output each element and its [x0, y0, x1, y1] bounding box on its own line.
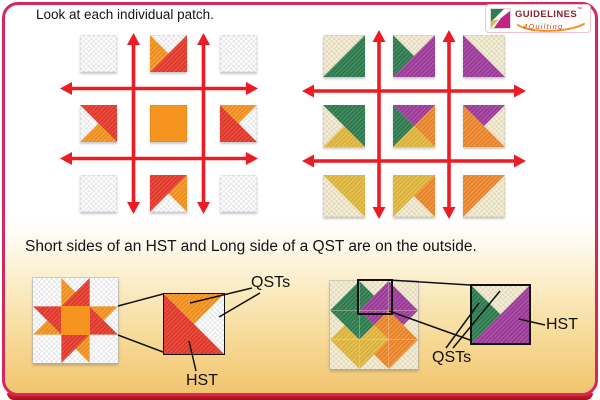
quilt-patch: [463, 35, 505, 77]
quilt-patch: [33, 306, 62, 335]
quilt-patch: [150, 175, 187, 212]
quilt-patch: [388, 339, 418, 369]
quilt-patch: [463, 105, 505, 147]
quilt-patch: [359, 281, 389, 311]
quilt-patch: [89, 334, 118, 363]
quilt-patch: [80, 175, 117, 212]
trademark-symbol: ™: [577, 6, 583, 13]
quilt-patch: [330, 310, 360, 340]
quilt-patch: [220, 175, 257, 212]
quilt-patch: [393, 35, 435, 77]
logo-subtext: 4Quilting: [523, 22, 564, 31]
patch-triangle-green: [330, 281, 360, 311]
quilt-patch: [323, 105, 365, 147]
quilt-patch: [463, 175, 505, 217]
quilt-patch: [323, 175, 365, 217]
quilt-patch: [330, 339, 360, 369]
patch-triangle-gold: [323, 175, 365, 217]
quilt-patch: [80, 105, 117, 142]
quilt-patch: [89, 306, 118, 335]
label-qsts-right: QSTs: [432, 349, 472, 366]
patch-triangle-purple: [463, 35, 505, 77]
quilt-patch: [33, 334, 62, 363]
quilt-patch: [393, 105, 435, 147]
quilt-patch: [150, 105, 187, 142]
top-heading: Look at each individual patch.: [36, 7, 214, 22]
logo-patch-icon: [490, 8, 511, 29]
quilt-patch: [330, 281, 360, 311]
quilt-patch: [359, 339, 389, 369]
logo-swoosh: [517, 23, 585, 32]
middle-heading: Short sides of an HST and Long side of a…: [25, 238, 477, 255]
label-hst-left: HST: [186, 372, 218, 389]
label-qsts-left: QSTs: [251, 274, 291, 291]
quilt-patch: [150, 35, 187, 72]
quilt-patch: [388, 310, 418, 340]
quilt-patch: [393, 175, 435, 217]
quilt-patch: [61, 306, 90, 335]
quilt-patch: [61, 278, 90, 307]
patch-triangle-purple: [388, 281, 418, 311]
star-block-mini: [32, 277, 119, 364]
quilt-patch: [89, 278, 118, 307]
patch-triangle-gold: [330, 339, 360, 369]
quilt-patch: [388, 281, 418, 311]
quilt-patch: [220, 35, 257, 72]
detail-patch-right: [470, 284, 531, 345]
logo-brand: GUIDELINES™: [515, 6, 583, 20]
red-bottom-bar: [7, 393, 593, 400]
detail-patch-left: [163, 293, 225, 355]
patch-triangle-green: [323, 35, 365, 77]
label-hst-right: HST: [546, 316, 578, 333]
patch-triangle-carrot: [463, 175, 505, 217]
quilt-patch: [220, 105, 257, 142]
quilt-patch: [323, 35, 365, 77]
patch-triangle-carrot: [388, 339, 418, 369]
guidelines4quilting-logo: GUIDELINES™ 4Quilting: [485, 4, 591, 33]
quilt-patch: [33, 278, 62, 307]
quilt-patch: [80, 35, 117, 72]
quilt-patch: [61, 334, 90, 363]
patch-highlight-outline: [357, 279, 393, 315]
